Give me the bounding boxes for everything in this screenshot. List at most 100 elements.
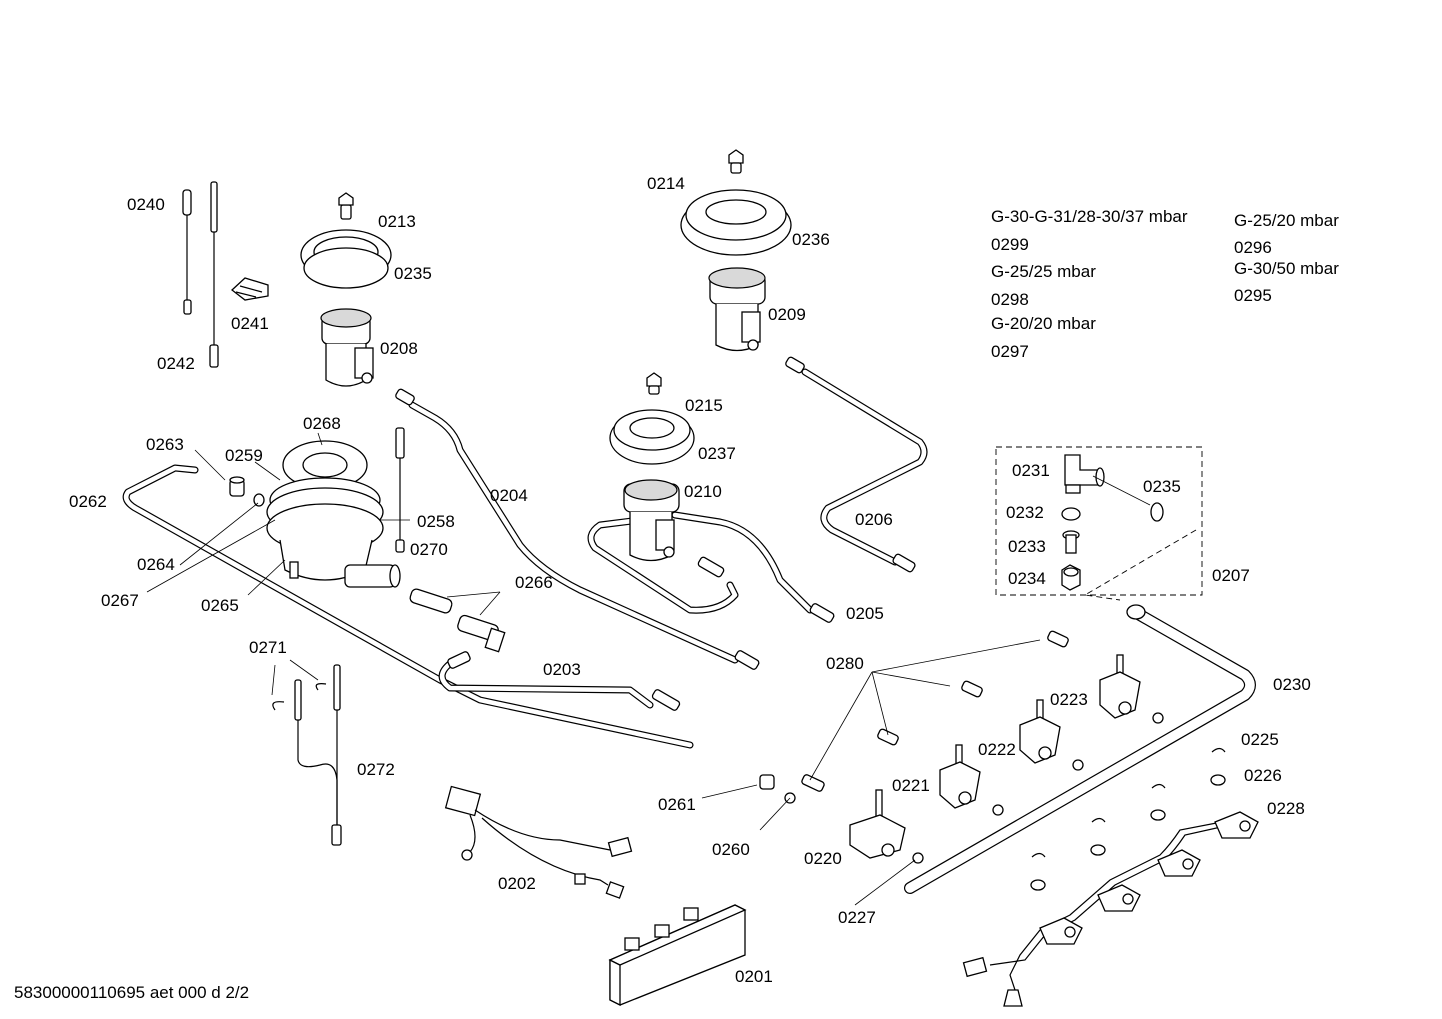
valve-0221 [939,744,981,809]
washers-0227 [912,712,1164,864]
thermocouple-0240 [182,189,192,315]
electrode-0270 [395,427,405,553]
burner-cap-0215 [609,372,695,465]
label-0203: 0203 [543,660,581,679]
label-0206: 0206 [855,510,893,529]
rings-0226 [1030,774,1226,891]
washer-0235 [1150,502,1164,522]
label-0236: 0236 [792,230,830,249]
label-0225: 0225 [1241,730,1279,749]
gas-valves [759,630,1164,864]
label-0228: 0228 [1267,799,1305,818]
leader-lines [146,432,1151,906]
nozzle-0263 [229,476,245,497]
label-0205: 0205 [846,604,884,623]
connector-0266 [409,588,506,653]
nozzle-0261 [759,774,775,790]
burner-body-0209 [708,267,766,352]
gas-code-2: 0298 [991,290,1029,309]
label-0231: 0231 [1012,461,1050,480]
switch-2 [1157,849,1201,877]
gas-label-3: G-20/20 mbar [991,314,1096,333]
label-0260: 0260 [712,840,750,859]
label-0240: 0240 [127,195,165,214]
label-0242: 0242 [157,354,195,373]
label-0271: 0271 [249,638,287,657]
elbow-0231 [1064,454,1105,494]
switch-3 [1097,884,1141,912]
detail-box-0207 [995,446,1203,601]
gas-code-3: 0297 [991,342,1029,361]
label-0264: 0264 [137,555,175,574]
valve-0223 [1099,654,1141,719]
label-0259: 0259 [225,446,263,465]
label-0215: 0215 [685,396,723,415]
switch-1 [1214,811,1259,839]
label-0266: 0266 [515,573,553,592]
label-0202: 0202 [498,874,536,893]
label-0208: 0208 [380,339,418,358]
label-0237: 0237 [698,444,736,463]
label-0214: 0214 [647,174,685,193]
label-0280: 0280 [826,654,864,673]
label-0268: 0268 [303,414,341,433]
label-0262: 0262 [69,492,107,511]
washer-0232 [1061,507,1081,521]
gas-label-4: G-25/20 mbar [1234,211,1339,230]
label-0263: 0263 [146,435,184,454]
fitting-0233 [1062,530,1080,554]
label-0210: 0210 [684,482,722,501]
wiring-harness-0202 [444,785,633,899]
label-0213: 0213 [378,212,416,231]
label-0220: 0220 [804,849,842,868]
gas-pipes [122,368,928,749]
gas-code-1: 0299 [991,235,1029,254]
label-0207: 0207 [1212,566,1250,585]
label-0222: 0222 [978,740,1016,759]
large-burner-0268 [266,440,401,588]
label-0258: 0258 [417,512,455,531]
ignition-module-0201 [608,904,747,1007]
label-0235: 0235 [394,264,432,283]
main-rail-0230 [904,604,1256,894]
label-0233: 0233 [1008,537,1046,556]
label-0230: 0230 [1273,675,1311,694]
label-0272: 0272 [357,760,395,779]
nut-0264 [253,493,265,507]
label-0204: 0204 [490,486,528,505]
thermocouples-0272 [272,664,342,846]
label-0270: 0270 [410,540,448,559]
clips-0225 [1031,747,1226,858]
label-0209: 0209 [768,305,806,324]
document-id: 58300000110695 aet 000 d 2/2 [14,983,249,1002]
gas-code-5: 0295 [1234,286,1272,305]
burner-body-0210 [623,479,680,562]
switch-4 [1039,917,1083,945]
valve-0220 [849,789,906,859]
injectors-0280 [801,630,1069,792]
burner-cap-0214 [680,149,792,256]
label-0241: 0241 [231,314,269,333]
label-0221: 0221 [892,776,930,795]
gas-label-2: G-25/25 mbar [991,262,1096,281]
label-0226: 0226 [1244,766,1282,785]
burner-cap-0213 [300,192,392,289]
gas-code-4: 0296 [1234,238,1272,257]
label-0201: 0201 [735,967,773,986]
label-0232: 0232 [1006,503,1044,522]
label-0267: 0267 [101,591,139,610]
label-0227: 0227 [838,908,876,927]
switch-harness-0228 [962,747,1259,1007]
gas-type-table: G-30-G-31/28-30/37 mbar 0299 G-25/25 mba… [991,207,1339,361]
nut-0234 [1061,564,1081,591]
label-0265: 0265 [201,596,239,615]
label-0235-right: 0235 [1143,477,1181,496]
label-0261: 0261 [658,795,696,814]
valve-0222 [1019,699,1061,764]
burner-body-0208 [320,308,374,387]
gas-label-1: G-30-G-31/28-30/37 mbar [991,207,1188,226]
part-labels: 0240 0242 0241 0213 0235 0208 0268 0263 … [69,174,1311,986]
label-0223: 0223 [1050,690,1088,709]
electrode-0242 [209,181,219,368]
